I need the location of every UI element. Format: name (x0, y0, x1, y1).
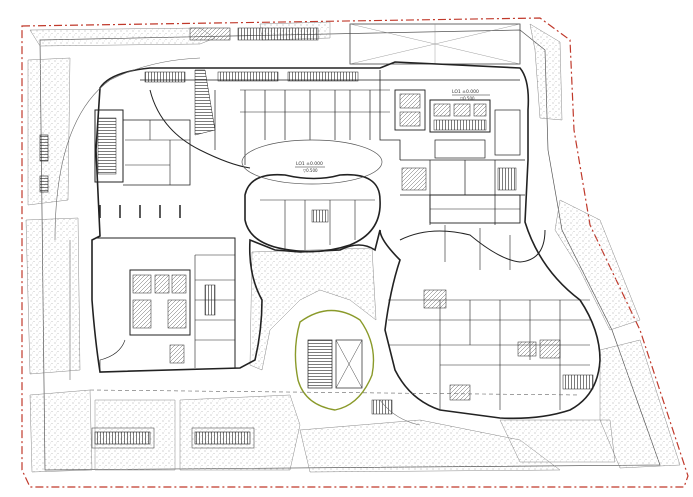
level-marker-main-text: LO1 ±0.000 (296, 161, 323, 167)
road-lines (54, 57, 581, 426)
level-marker-right-sub: ▽0.500 (460, 96, 475, 101)
top-parking-area (189, 23, 521, 65)
level-marker-main: LO1 ±0.000 ▽0.500 (295, 161, 325, 173)
right-lower-block (371, 225, 594, 415)
site-boundary (21, 17, 689, 488)
atrium (294, 309, 375, 411)
central-island (244, 173, 381, 253)
level-marker-main-sub: ▽0.500 (303, 168, 318, 173)
building-outline (91, 61, 601, 420)
landscape-areas (25, 21, 681, 473)
left-block-walls (94, 109, 236, 372)
right-top-block (394, 89, 525, 225)
bottom-parking (91, 427, 255, 449)
left-parking (39, 134, 181, 218)
plaza-ellipse (241, 139, 383, 185)
level-marker-right: LO1 ±0.000 ▽0.500 (452, 89, 490, 101)
level-marker-right-text: LO1 ±0.000 (452, 89, 479, 95)
top-shops (140, 69, 520, 169)
